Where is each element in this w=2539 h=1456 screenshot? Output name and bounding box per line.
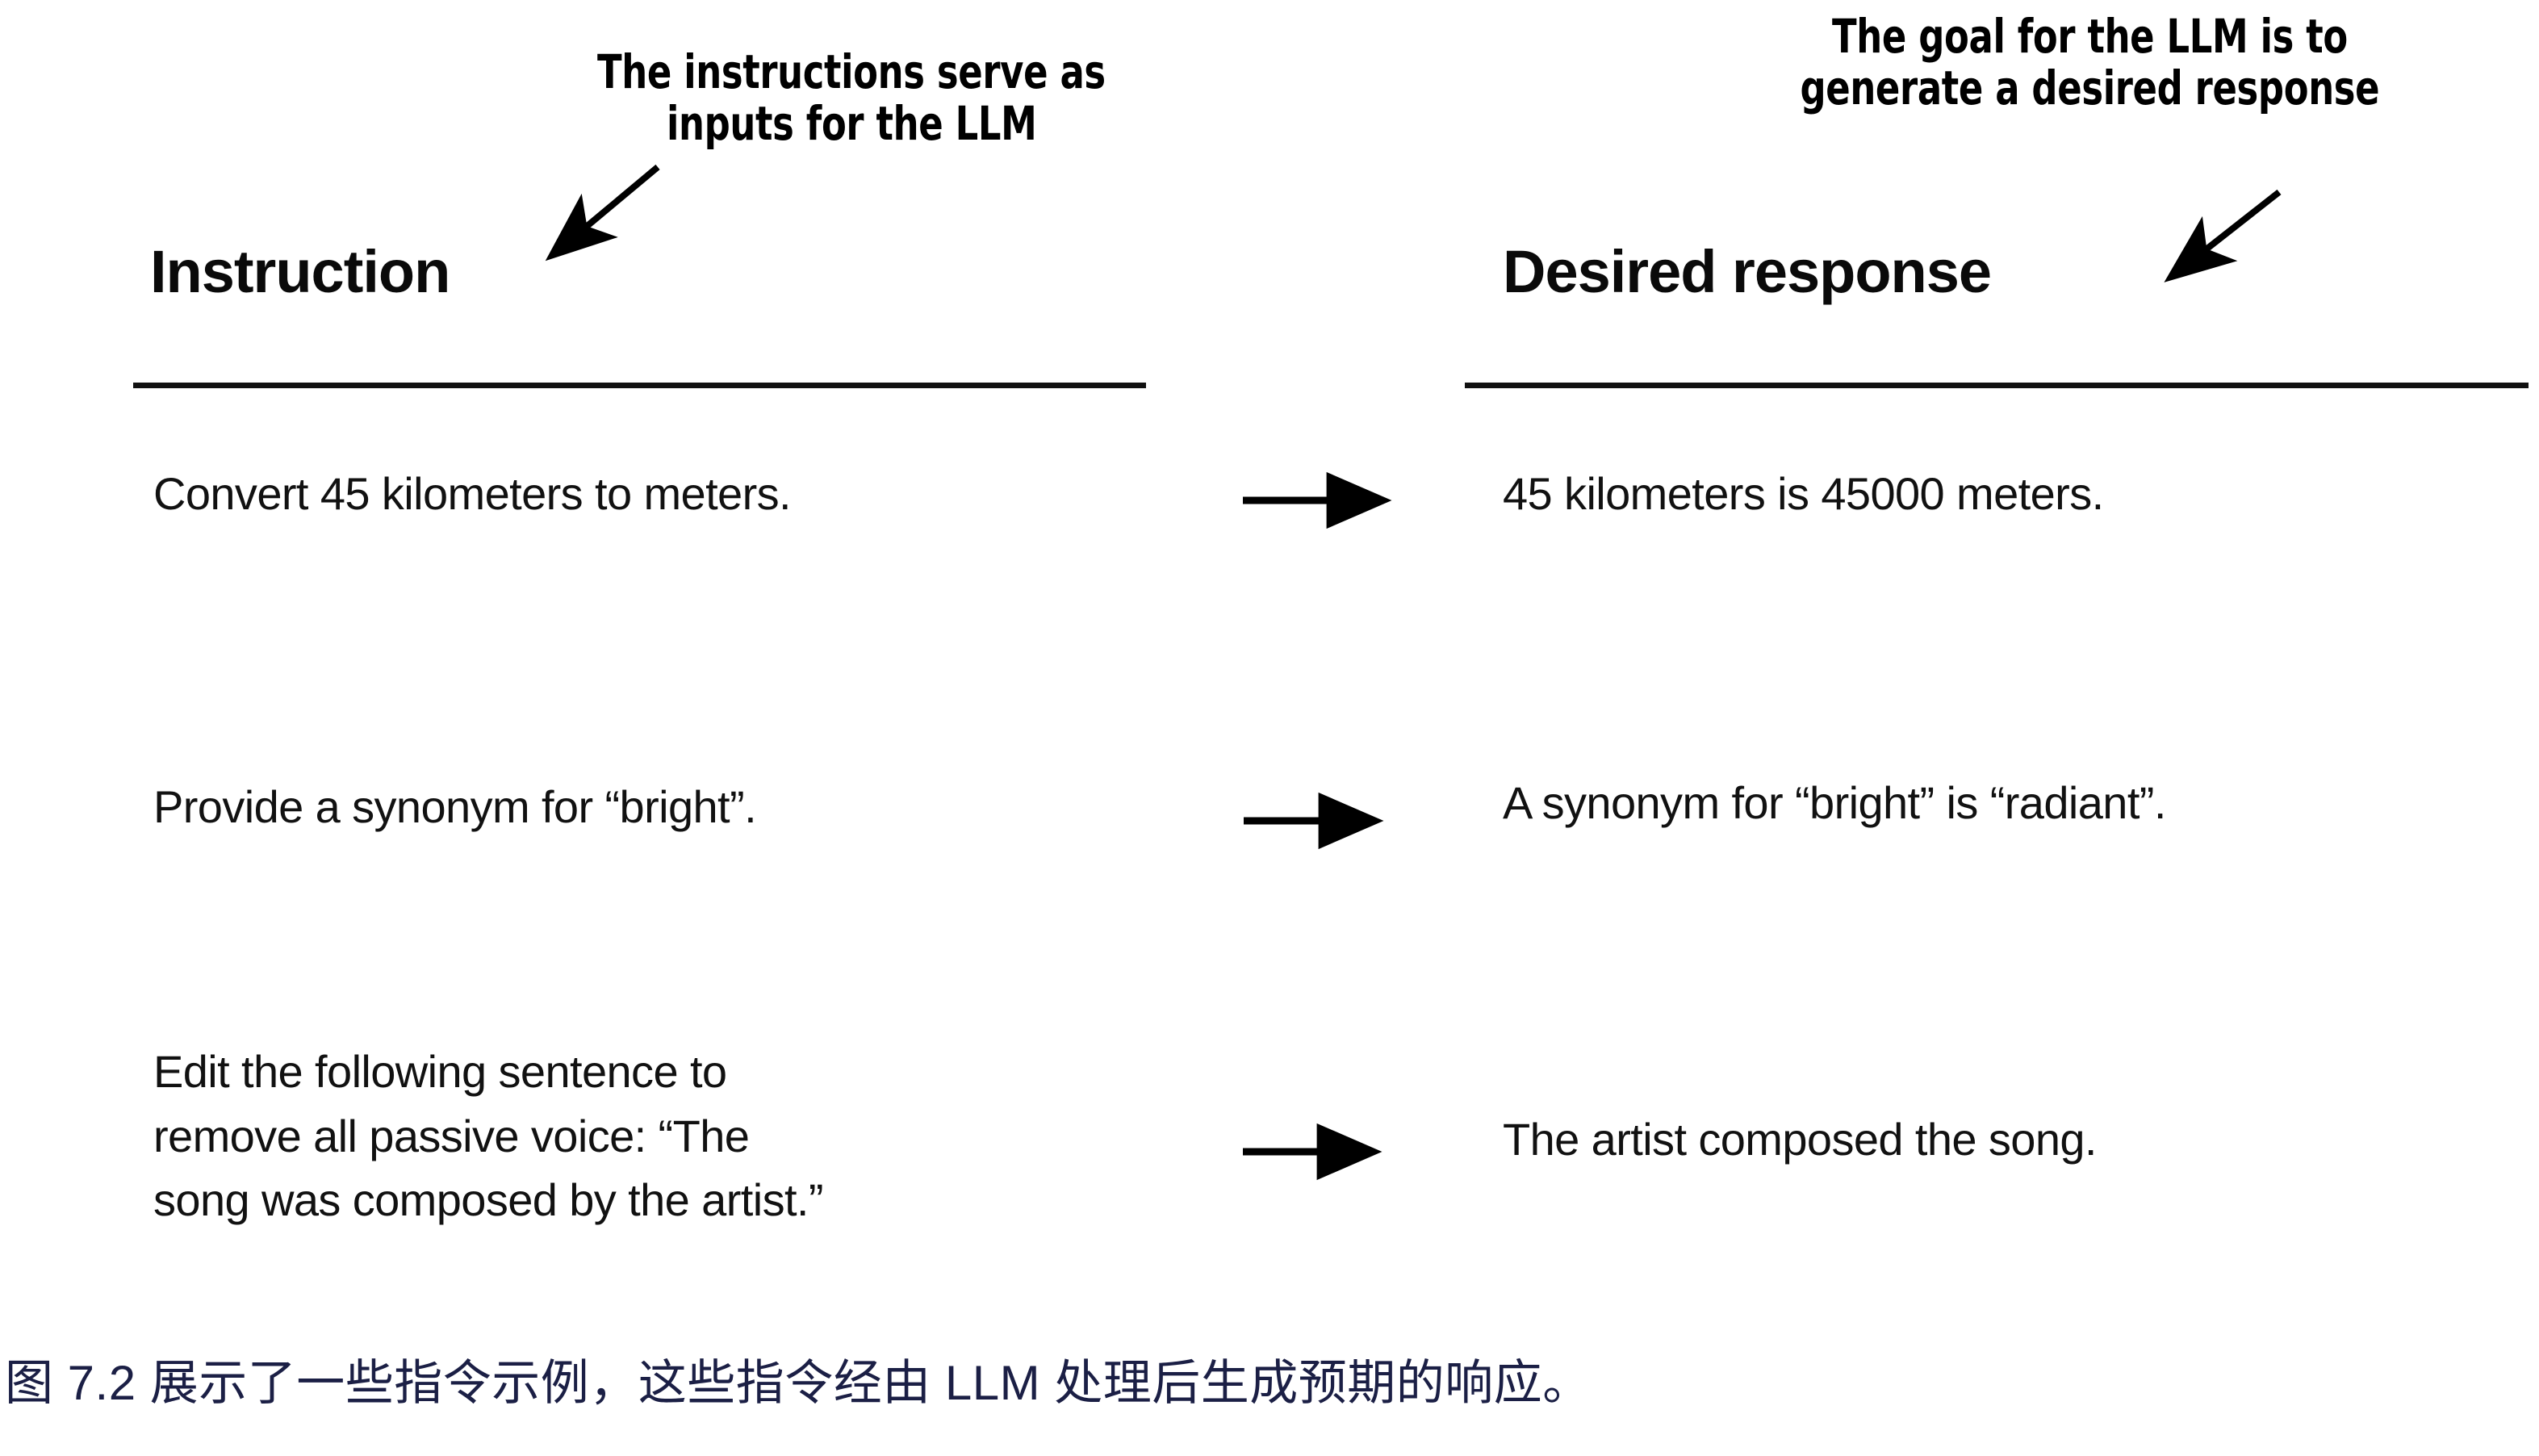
instruction-cell-2: Provide a synonym for “bright”. <box>153 775 1194 839</box>
response-callout: The goal for the LLM is to generate a de… <box>1800 9 2379 115</box>
response-callout-line-1: The goal for the LLM is to <box>1832 9 2348 64</box>
figure-caption: 图 7.2 展示了一些指令示例，这些指令经由 LLM 处理后生成预期的响应。 <box>5 1356 1592 1410</box>
instruction-callout-line-1: The instructions serve as <box>597 44 1106 99</box>
response-cell-3-line-1: The artist composed the song. <box>1503 1114 2098 1165</box>
instruction-callout: The instructions serve as inputs for the… <box>597 44 1106 151</box>
instruction-cell-2-line-1: Provide a synonym for “bright”. <box>153 781 757 832</box>
instruction-column-rule <box>133 383 1146 388</box>
response-cell-2-line-1: A synonym for “bright” is “radiant”. <box>1503 777 2166 828</box>
instruction-cell-3: Edit the following sentence to remove al… <box>153 1040 1194 1232</box>
response-cell-2: A synonym for “bright” is “radiant”. <box>1503 771 2539 835</box>
instruction-callout-arrow <box>545 164 660 261</box>
instruction-callout-line-2: inputs for the LLM <box>667 95 1037 151</box>
response-callout-line-2: generate a desired response <box>1800 60 2380 115</box>
instruction-cell-3-line-3: song was composed by the artist.” <box>153 1174 824 1226</box>
response-callout-arrow <box>2164 189 2282 282</box>
instruction-cell-3-line-2: remove all passive voice: “The <box>153 1110 750 1161</box>
response-cell-3: The artist composed the song. <box>1503 1107 2539 1172</box>
instruction-cell-1-line-1: Convert 45 kilometers to meters. <box>153 468 792 519</box>
response-cell-1-line-1: 45 kilometers is 45000 meters. <box>1503 468 2104 519</box>
response-cell-1: 45 kilometers is 45000 meters. <box>1503 462 2539 526</box>
response-column-rule <box>1465 383 2529 388</box>
response-column-header: Desired response <box>1503 238 1992 305</box>
instruction-cell-3-line-1: Edit the following sentence to <box>153 1046 727 1097</box>
instruction-column-header: Instruction <box>150 238 450 305</box>
instruction-cell-1: Convert 45 kilometers to meters. <box>153 462 1194 526</box>
